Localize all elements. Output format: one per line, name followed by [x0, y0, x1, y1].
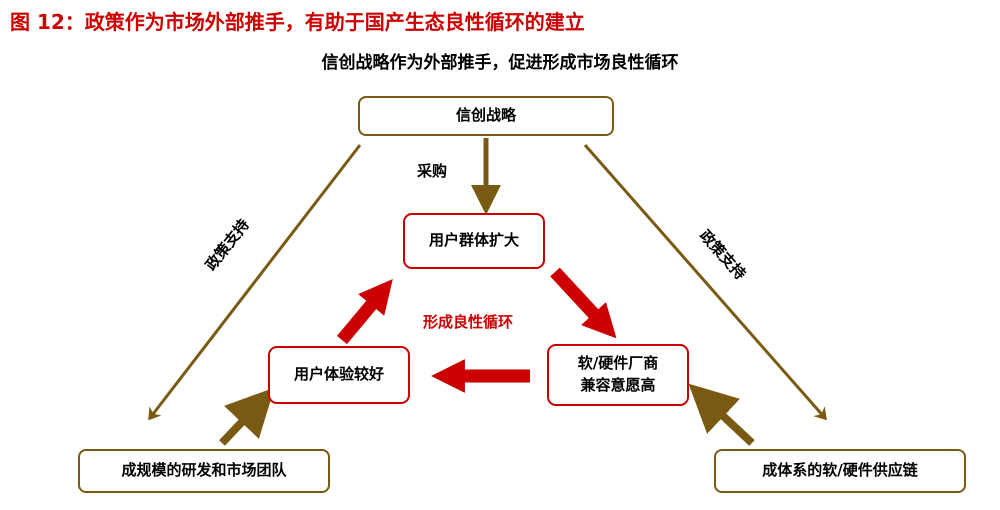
node-user-experience: 用户体验较好 [268, 346, 410, 404]
node-rd-market-team: 成规模的研发和市场团队 [78, 449, 330, 493]
policy-right-arrow [583, 144, 827, 421]
figure-title: 图 12：政策作为市场外部推手，有助于国产生态良性循环的建立 [10, 10, 585, 34]
vendor-line-1: 软/硬件厂商 [577, 354, 659, 373]
node-vendor-compatibility: 软/硬件厂商 兼容意愿高 [547, 344, 689, 406]
node-supply-chain: 成体系的软/硬件供应链 [714, 449, 966, 493]
policy-left-arrow [148, 144, 362, 421]
team-to-experience-arrow [219, 387, 275, 446]
node-xinchuang-strategy: 信创战略 [358, 96, 614, 136]
label-virtuous-cycle: 形成良性循环 [423, 313, 514, 331]
cycle-arrow-experience-to-group [337, 279, 393, 345]
cycle-arrow-group-to-vendor [550, 267, 617, 339]
figure-subtitle: 信创战略作为外部推手，促进形成市场良性循环 [321, 53, 679, 73]
node-user-group: 用户群体扩大 [403, 213, 545, 269]
supply-to-vendor-arrow [688, 383, 755, 446]
label-procurement: 采购 [417, 162, 448, 180]
vendor-line-2: 兼容意愿高 [580, 376, 656, 394]
